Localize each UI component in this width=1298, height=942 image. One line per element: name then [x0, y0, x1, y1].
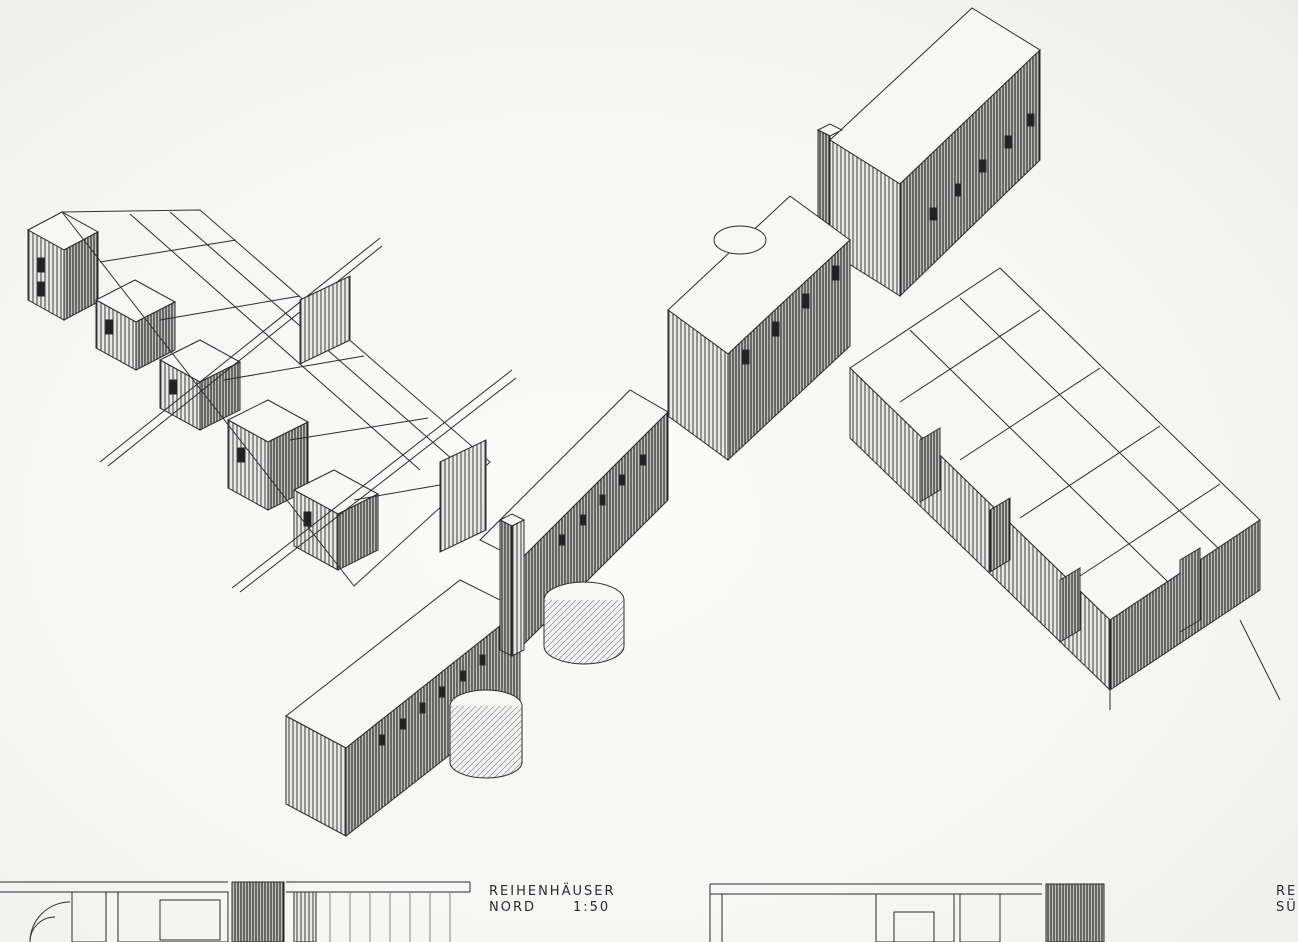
- north-sheet-subtitle: NORD: [489, 900, 536, 915]
- upper-right-block: [667, 7, 1041, 462]
- north-row-houses: [26, 209, 517, 593]
- north-sheet-scale: 1:50: [573, 900, 611, 915]
- south-row-houses: [849, 267, 1281, 710]
- south-sheet-title: RE: [1276, 884, 1298, 899]
- north-module-1: [26, 211, 100, 321]
- floor-plan-strip-north: [0, 881, 471, 942]
- north-sheet-title: REIHENHÄUSER: [489, 884, 616, 899]
- floor-plan-strip-south: [709, 883, 1105, 942]
- north-module-5: [292, 469, 380, 571]
- north-module-2: [94, 279, 177, 371]
- central-block: [285, 389, 669, 838]
- south-sheet-subtitle: SÜ: [1276, 900, 1298, 915]
